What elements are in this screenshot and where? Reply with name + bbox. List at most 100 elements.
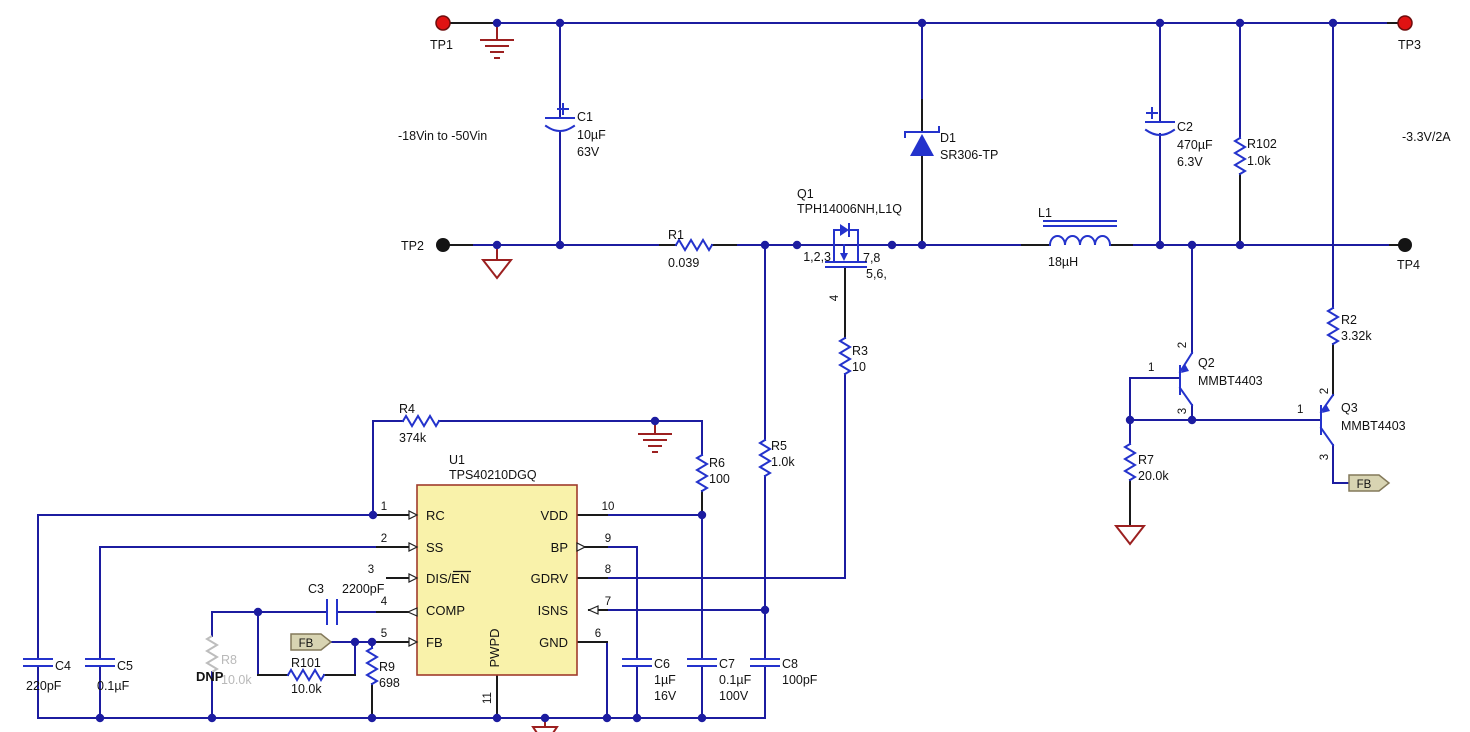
label-c2-rating: 6.3V	[1177, 155, 1203, 169]
label-c5-ref: C5	[117, 659, 133, 673]
label-q1-pin-source: 1,2,3	[803, 250, 831, 264]
label-tp3: TP3	[1398, 38, 1421, 52]
label-c3-value: 2200pF	[342, 582, 385, 596]
diode-d1	[904, 126, 940, 156]
ic-pin-num-8: 8	[605, 564, 611, 576]
label-q1-part: TPH14006NH,L1Q	[797, 202, 902, 216]
ic-pin-name-rc: RC	[426, 508, 445, 523]
ic-pin-num-2: 2	[381, 533, 387, 545]
ic-u1-body	[416, 484, 578, 676]
label-r1-ref: R1	[668, 228, 684, 242]
label-r2-value: 3.32k	[1341, 329, 1372, 343]
transistor-q2	[1178, 351, 1194, 407]
label-r5-value: 1.0k	[771, 455, 795, 469]
label-c4-value: 220pF	[26, 679, 62, 693]
resistor-r2	[1326, 306, 1340, 346]
label-input-range: -18Vin to -50Vin	[398, 129, 487, 143]
ic-pin-name-fb: FB	[426, 635, 443, 650]
label-c3-ref: C3	[308, 582, 324, 596]
label-c7-rating: 100V	[719, 689, 749, 703]
label-q2-pin2: 2	[1177, 342, 1189, 348]
label-output-rating: -3.3V/2A	[1402, 130, 1451, 144]
capacitor-c6	[622, 658, 652, 667]
label-fb-flag-left: FB	[299, 638, 314, 650]
capacitor-c8	[750, 658, 780, 667]
label-r7-value: 20.0k	[1138, 469, 1169, 483]
label-c1-rating: 63V	[577, 145, 600, 159]
label-q3-pin2: 2	[1319, 388, 1331, 394]
transistor-q3	[1319, 393, 1335, 447]
testpoint-tp1	[435, 15, 451, 31]
label-q1-ref: Q1	[797, 187, 814, 201]
label-q1-pin-drain-b: 5,6,	[866, 267, 887, 281]
label-u1-ref: U1	[449, 453, 465, 467]
ic-pin-name-comp: COMP	[426, 603, 465, 618]
capacitor-c1	[544, 103, 576, 132]
label-q3-pin3: 3	[1319, 454, 1331, 460]
resistor-r8-dnp	[205, 635, 219, 673]
label-c6-ref: C6	[654, 657, 670, 671]
ic-pin-num-10: 10	[602, 501, 615, 513]
label-d1-ref: D1	[940, 131, 956, 145]
ic-pin-num-1: 1	[381, 501, 387, 513]
vin-symbol-r7	[1113, 525, 1147, 546]
capacitor-c5	[85, 658, 115, 667]
label-tp4: TP4	[1397, 258, 1420, 272]
capacitor-c7	[687, 658, 717, 667]
ic-pin-num-11: 11	[482, 692, 494, 704]
label-l1-ref: L1	[1038, 206, 1052, 220]
label-r9-ref: R9	[379, 660, 395, 674]
ic-pin-name-disen: DIS/EN	[426, 571, 469, 586]
label-q2-pin1: 1	[1148, 362, 1154, 374]
ic-pin-name-pwpd: PWPD	[487, 629, 502, 668]
label-r2-ref: R2	[1341, 313, 1357, 327]
label-r3-value: 10	[852, 360, 866, 374]
label-u1-part: TPS40210DGQ	[449, 468, 537, 482]
label-c2-ref: C2	[1177, 120, 1193, 134]
label-r9-value: 698	[379, 676, 400, 690]
fb-flag-right	[1348, 474, 1391, 492]
ic-pin-num-9: 9	[605, 533, 611, 545]
capacitor-c2	[1144, 107, 1176, 136]
label-fb-flag-right: FB	[1357, 479, 1372, 491]
resistor-r3	[838, 336, 852, 376]
label-r3-ref: R3	[852, 344, 868, 358]
label-c6-rating: 16V	[654, 689, 677, 703]
label-r101-ref: R101	[291, 656, 321, 670]
ic-pin-name-ss: SS	[426, 540, 444, 555]
label-q2-pin3: 3	[1177, 408, 1189, 414]
junction-dots	[95, 18, 1338, 723]
label-c5-value: 0.1µF	[97, 679, 130, 693]
label-r8-ref: R8	[221, 653, 237, 667]
ic-pin-name-gnd: GND	[539, 635, 568, 650]
vin-symbol-tp2	[480, 244, 514, 280]
ic-pin-name-vdd: VDD	[541, 508, 568, 523]
ic-pin-num-3: 3	[368, 564, 374, 576]
label-q3-pin1: 1	[1297, 404, 1303, 416]
label-l1-value: 18µH	[1048, 255, 1078, 269]
capacitor-c4	[23, 658, 53, 667]
label-q1-pin-gate: 4	[829, 294, 841, 301]
ground-symbol-top	[480, 22, 514, 59]
mosfet-q1	[825, 223, 867, 268]
label-q3-part: MMBT4403	[1341, 419, 1406, 433]
label-c1-value: 10µF	[577, 128, 606, 142]
resistor-r5	[758, 438, 772, 478]
testpoint-tp4	[1398, 238, 1412, 252]
label-c2-value: 470µF	[1177, 138, 1213, 152]
wires-black	[257, 22, 1399, 719]
resistor-r1	[674, 238, 714, 252]
label-tp2: TP2	[401, 239, 424, 253]
capacitor-c3	[326, 599, 338, 625]
ic-pin-name-bp: BP	[551, 540, 568, 555]
ic-pin-num-5: 5	[381, 628, 387, 640]
label-r1-value: 0.039	[668, 256, 699, 270]
label-d1-value: SR306-TP	[940, 148, 998, 162]
label-c8-value: 100pF	[782, 673, 818, 687]
label-r5-ref: R5	[771, 439, 787, 453]
label-r4-value: 374k	[399, 431, 427, 445]
label-r101-value: 10.0k	[291, 682, 322, 696]
resistor-r101	[286, 668, 326, 682]
ic-pin-num-6: 6	[595, 628, 601, 640]
label-r7-ref: R7	[1138, 453, 1154, 467]
